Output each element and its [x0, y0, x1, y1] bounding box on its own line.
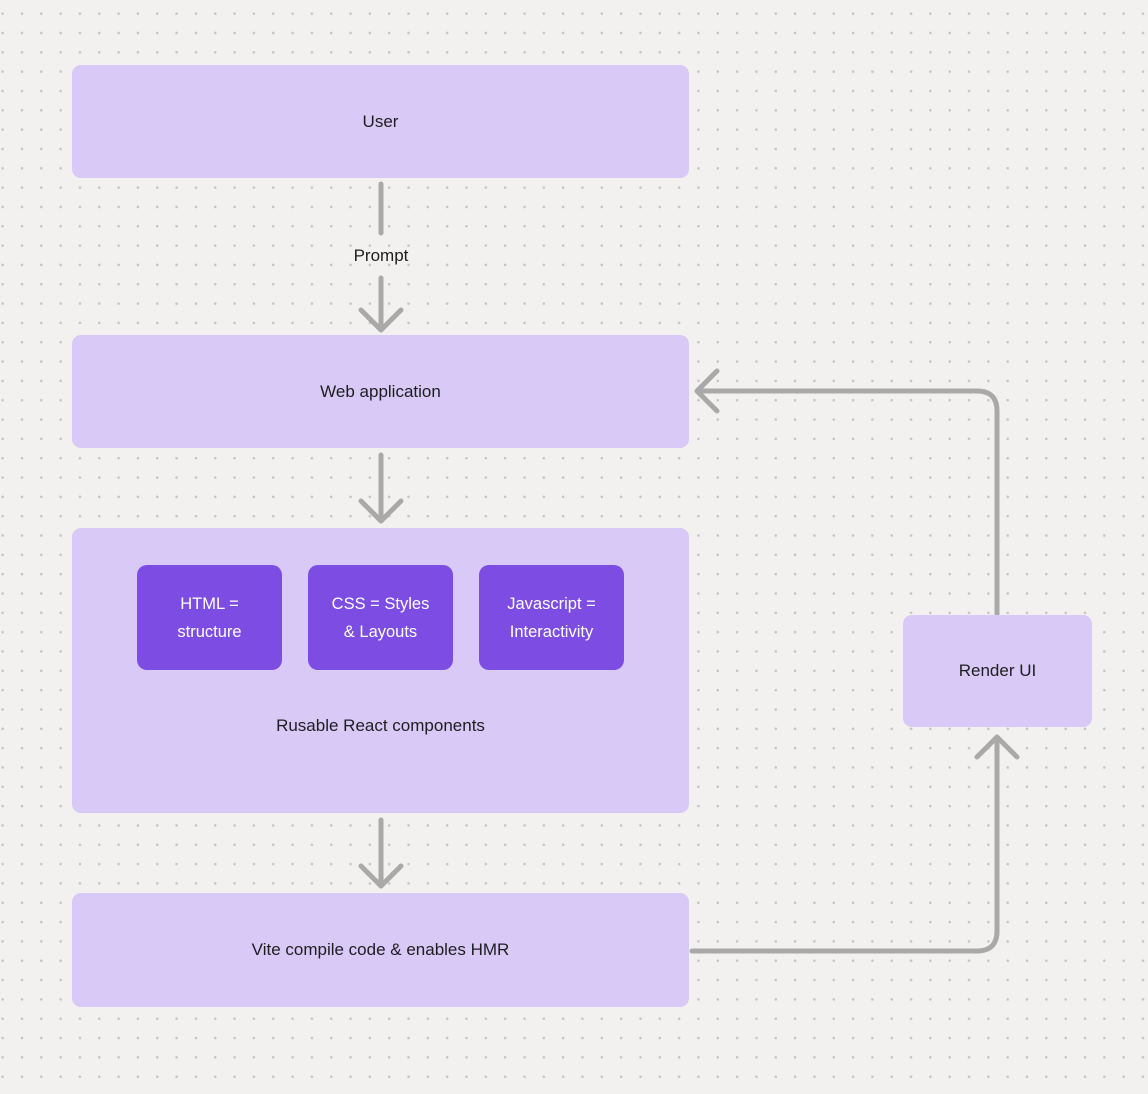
chip-css-line1: CSS = Styles	[331, 594, 430, 613]
node-user-label: User	[362, 111, 399, 131]
arrowhead-down-components	[358, 498, 404, 524]
arrowhead-down-vite	[358, 863, 404, 889]
arrowhead-left-webapp	[694, 368, 720, 414]
chip-javascript-line1: Javascript =	[507, 594, 596, 613]
node-react-components[interactable]: HTML = structure CSS = Styles & Layouts …	[72, 528, 689, 813]
node-vite-label: Vite compile code & enables HMR	[251, 940, 510, 959]
edge-vite-render-line	[689, 736, 1000, 954]
components-caption: Rusable React components	[276, 716, 485, 735]
chip-html-line2: structure	[177, 622, 242, 641]
node-user[interactable]: User	[72, 65, 689, 178]
arrowhead-up-render	[974, 734, 1020, 760]
chip-javascript[interactable]: Javascript = Interactivity	[479, 565, 624, 670]
arrowhead-down-webapp	[358, 307, 404, 333]
chip-css-line2: & Layouts	[343, 622, 418, 641]
node-vite[interactable]: Vite compile code & enables HMR	[72, 893, 689, 1007]
node-web-application[interactable]: Web application	[72, 335, 689, 448]
edge-label-prompt-text: Prompt	[353, 246, 409, 265]
chip-row: HTML = structure CSS = Styles & Layouts …	[137, 565, 624, 670]
chip-javascript-line2: Interactivity	[509, 622, 594, 641]
node-render-ui-label: Render UI	[958, 661, 1037, 680]
node-web-application-label: Web application	[320, 381, 441, 401]
edge-label-prompt: Prompt	[281, 246, 481, 266]
chip-html-line1: HTML =	[180, 594, 239, 613]
edge-render-webapp-line	[696, 388, 1000, 617]
chip-css[interactable]: CSS = Styles & Layouts	[308, 565, 453, 670]
chip-html[interactable]: HTML = structure	[137, 565, 282, 670]
node-render-ui[interactable]: Render UI	[903, 615, 1092, 727]
